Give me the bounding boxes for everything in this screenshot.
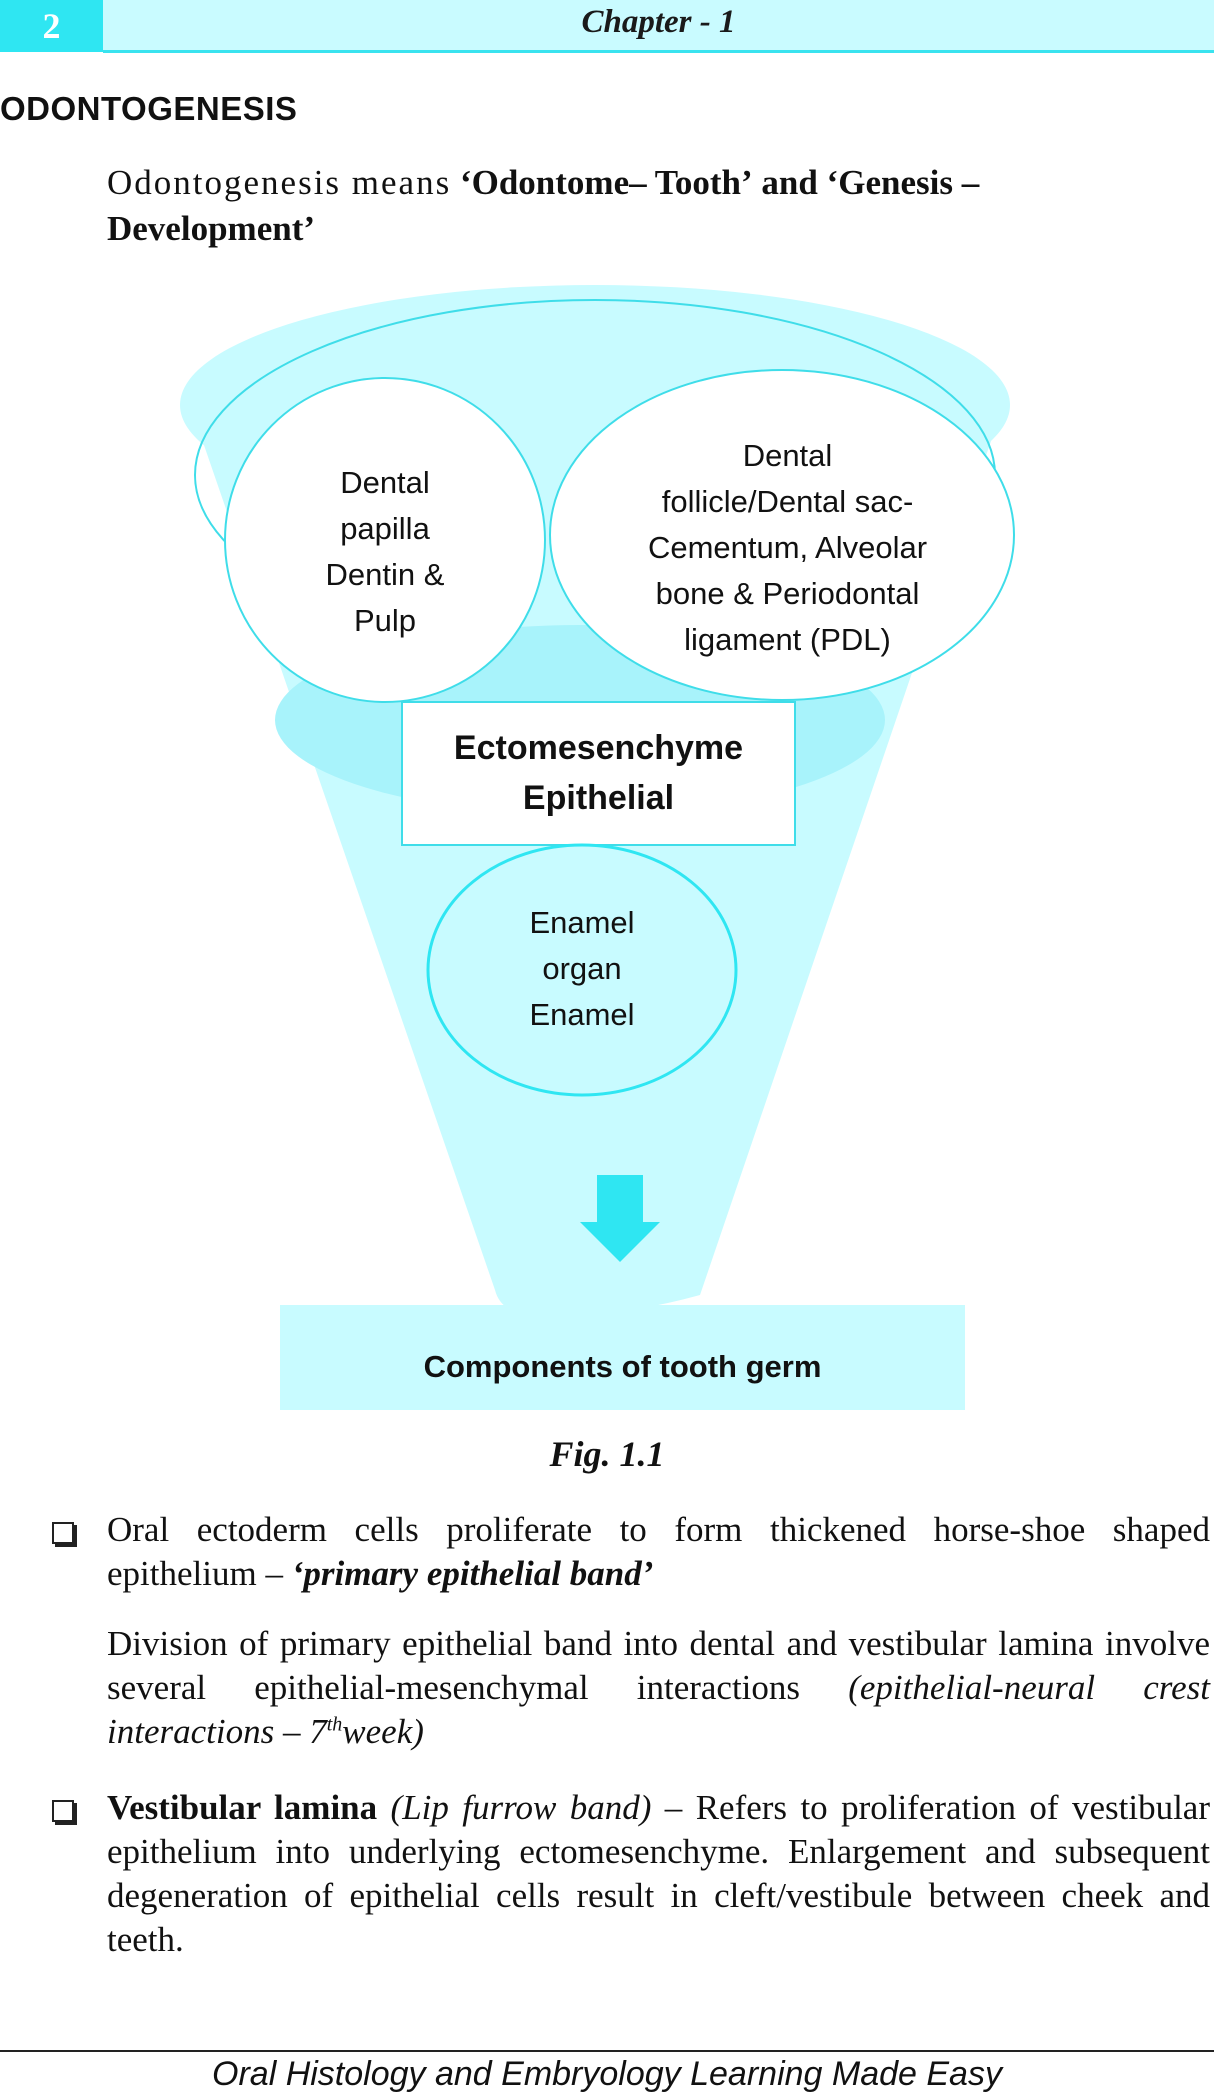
intro-joiner: and [761,163,818,202]
figure-caption: Fig. 1.1 [549,1434,665,1474]
components-box [280,1305,965,1410]
division-paragraph: Division of primary epithelial band into… [107,1624,1210,1751]
follicle-ellipse [549,369,1015,701]
bullet-square-icon [52,1522,74,1544]
footer-divider [0,2050,1214,2052]
down-arrow-icon [580,1175,660,1262]
intro-term-development: Development’ [107,209,316,248]
center-box [401,701,796,846]
center-label: Ectomesenchyme Epithelial [453,729,744,817]
tooth-germ-diagram: Dental papilla Dentin & Pulp Dental foll… [0,280,1214,1410]
chapter-bar: Chapter - 1 [103,0,1214,53]
bullet-vestibular-lamina: Vestibular lamina (Lip furrow band) – Re… [107,1788,1210,1959]
chapter-title: Chapter - 1 [581,4,736,40]
page-header: 2 Chapter - 1 [0,0,1214,54]
section-heading: ODONTOGENESIS [0,90,298,127]
follicle-label: Dental follicle/Dental sac- Cementum, Al… [647,438,928,657]
intro-term-genesis: ‘Genesis – [826,163,980,202]
footer-title: Oral Histology and Embryology Learning M… [212,2055,1002,2093]
page-number: 2 [0,0,103,52]
enamel-label: Enamel organ Enamel [529,905,635,1032]
components-label: Components of tooth germ [423,1349,822,1384]
intro-lead: Odontogenesis means [107,163,452,202]
papilla-label: Dental papilla Dentin & Pulp [325,465,445,638]
enamel-circle [426,843,738,1097]
diagram-graphic [180,285,1015,1410]
bullet-square-icon [52,1800,74,1822]
intro-term-odontome: ‘Odontome– Tooth’ [459,163,753,202]
intro-paragraph: Odontogenesis means ‘Odontome– Tooth’ an… [107,160,1210,252]
bullet-primary-band: Oral ectoderm cells proliferate to form … [107,1510,1210,1593]
papilla-circle [224,377,546,703]
